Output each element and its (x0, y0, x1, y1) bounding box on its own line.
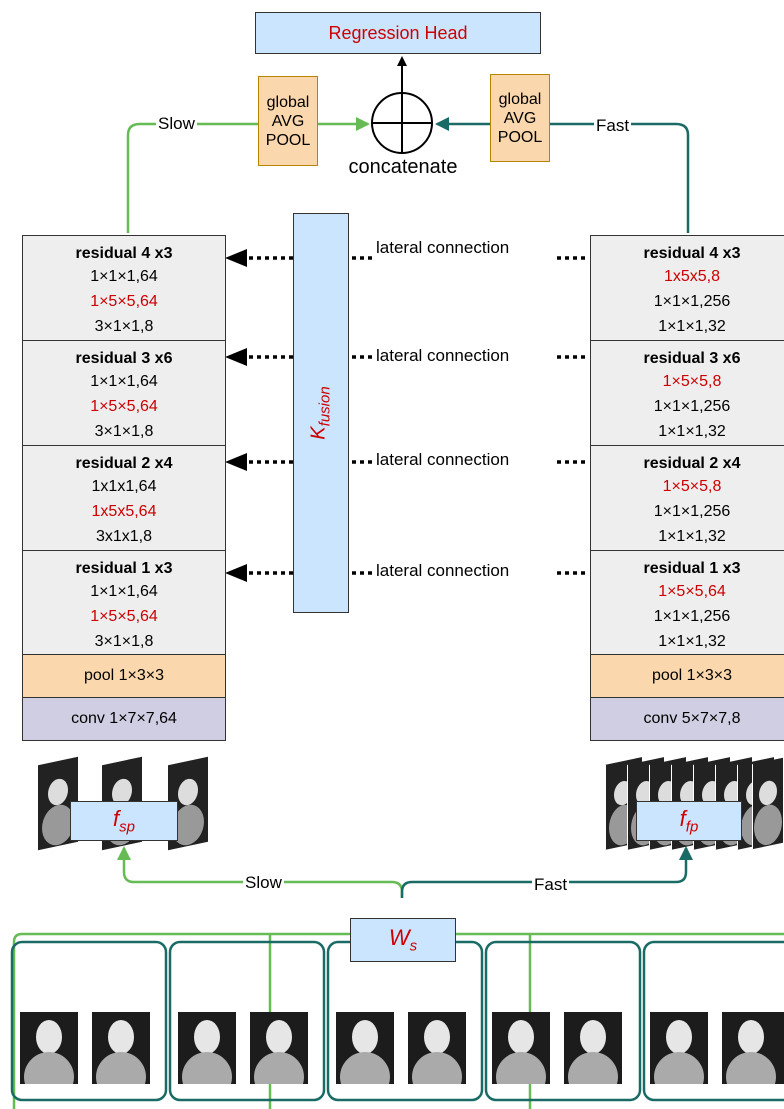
fast-bottom-label: Fast (532, 875, 570, 895)
fast-residual-block: residual 2 x4 1×5×5,8 1×1×1,256 1×1×1,32 (591, 446, 784, 551)
fast-frame-image (752, 757, 783, 850)
block-line: 1×1×1,32 (658, 423, 726, 440)
block-line: 1×5×5,64 (658, 583, 726, 600)
block-line: 1×1×1,64 (90, 583, 158, 600)
block-line: 1x1x1,64 (91, 478, 157, 495)
input-frame-image (492, 1012, 550, 1084)
window-size-box: Ws (350, 918, 456, 962)
lateral-connection-label: lateral connection (374, 561, 512, 581)
lateral-connection-label: lateral connection (374, 346, 512, 366)
block-line: 1×1×1,64 (90, 268, 158, 285)
block-title: residual 3 x6 (643, 350, 741, 367)
fast-global-avg-pool-box: global AVG POOL (490, 74, 550, 162)
block-line: 1×5×5,64 (90, 608, 158, 625)
slow-conv-box: conv 1×7×7,64 (22, 697, 226, 741)
regression-head-box: Regression Head (255, 12, 541, 54)
block-line: 1×1×1,256 (653, 293, 731, 310)
block-line: 3×1×1,8 (94, 423, 154, 440)
block-title: residual 4 x3 (75, 245, 173, 262)
block-line: 1×5×5,8 (662, 478, 722, 495)
slow-conv-label: conv 1×7×7,64 (71, 710, 177, 727)
slow-residual-block: residual 1 x3 1×1×1,64 1×5×5,64 3×1×1,8 (23, 551, 225, 656)
slow-residual-block: residual 2 x4 1x1x1,64 1x5x5,64 3x1x1,8 (23, 446, 225, 551)
block-line: 1×5×5,8 (662, 373, 722, 390)
block-title: residual 2 x4 (75, 455, 173, 472)
gap-left-line: AVG (271, 112, 305, 130)
block-line: 1x5x5,64 (91, 503, 157, 520)
block-line: 1×5×5,64 (90, 398, 158, 415)
fast-conv-label: conv 5×7×7,8 (643, 710, 741, 727)
fast-pool-box: pool 1×3×3 (590, 654, 784, 698)
input-frame-image (178, 1012, 236, 1084)
block-line: 1×1×1,32 (658, 528, 726, 545)
lateral-arrowheads (225, 249, 247, 582)
concat-circle-icon (371, 92, 433, 154)
input-frame-image (336, 1012, 394, 1084)
gap-left-line: POOL (265, 131, 311, 149)
slow-bottom-label: Slow (243, 873, 284, 893)
gap-left-line: global (266, 93, 310, 111)
k-fusion-label: Kfusion (308, 386, 334, 440)
slow-top-path (126, 122, 258, 233)
block-line: 1×1×1,256 (653, 608, 731, 625)
fast-residual-block: residual 1 x3 1×5×5,64 1×1×1,256 1×1×1,3… (591, 551, 784, 656)
block-title: residual 1 x3 (75, 560, 173, 577)
block-line: 3x1x1,8 (95, 528, 153, 545)
lateral-connection-label: lateral connection (374, 238, 512, 258)
block-title: residual 1 x3 (643, 560, 741, 577)
concatenate-label: concatenate (348, 156, 458, 178)
block-line: 1×1×1,256 (653, 398, 731, 415)
window-size-label: Ws (388, 925, 418, 955)
gap-right-line: POOL (497, 128, 543, 146)
slow-pool-label: pool 1×3×3 (83, 667, 165, 684)
fast-residual-block: residual 3 x6 1×5×5,8 1×1×1,256 1×1×1,32 (591, 341, 784, 446)
slow-pool-box: pool 1×3×3 (22, 654, 226, 698)
fast-window-outlines (10, 940, 784, 1102)
k-fusion-box: Kfusion (293, 213, 349, 613)
slow-sampler-label: fsp (113, 806, 135, 836)
block-title: residual 3 x6 (75, 350, 173, 367)
slow-global-avg-pool-box: global AVG POOL (258, 76, 318, 166)
block-line: 1×1×1,256 (653, 503, 731, 520)
fast-top-path (548, 122, 690, 233)
fast-sampler-box: ffp (636, 801, 742, 841)
input-frame-image (20, 1012, 78, 1084)
block-line: 1×1×1,32 (658, 633, 726, 650)
gap-right-line: global (498, 90, 542, 108)
slow-residual-block: residual 4 x3 1×1×1,64 1×5×5,64 3×1×1,8 (23, 236, 225, 341)
lateral-connection-label: lateral connection (374, 450, 512, 470)
fast-conv-box: conv 5×7×7,8 (590, 697, 784, 741)
block-title: residual 2 x4 (643, 455, 741, 472)
slow-residual-block: residual 3 x6 1×1×1,64 1×5×5,64 3×1×1,8 (23, 341, 225, 446)
input-frame-image (722, 1012, 784, 1084)
input-frame-image (650, 1012, 708, 1084)
block-title: residual 4 x3 (643, 245, 741, 262)
fast-pathway-residual-stack: residual 4 x3 1x5x5,8 1×1×1,256 1×1×1,32… (590, 235, 784, 655)
fast-pool-label: pool 1×3×3 (651, 667, 733, 684)
block-line: 3×1×1,8 (94, 318, 154, 335)
input-frame-image (92, 1012, 150, 1084)
block-line: 1×1×1,64 (90, 373, 158, 390)
lateral-lines (245, 256, 585, 575)
slow-top-label: Slow (156, 114, 197, 134)
regression-head-label: Regression Head (328, 22, 468, 43)
block-line: 1x5x5,8 (663, 268, 721, 285)
input-frame-image (408, 1012, 466, 1084)
fast-top-label: Fast (594, 116, 632, 136)
block-line: 1×5×5,64 (90, 293, 158, 310)
block-line: 1×1×1,32 (658, 318, 726, 335)
input-frame-image (564, 1012, 622, 1084)
gap-right-line: AVG (503, 109, 537, 127)
input-frame-image (250, 1012, 308, 1084)
block-line: 3×1×1,8 (94, 633, 154, 650)
fast-sampler-label: ffp (679, 806, 699, 836)
slow-sampler-box: fsp (70, 801, 178, 841)
slow-pathway-residual-stack: residual 4 x3 1×1×1,64 1×5×5,64 3×1×1,8 … (22, 235, 226, 655)
fast-residual-block: residual 4 x3 1x5x5,8 1×1×1,256 1×1×1,32 (591, 236, 784, 341)
